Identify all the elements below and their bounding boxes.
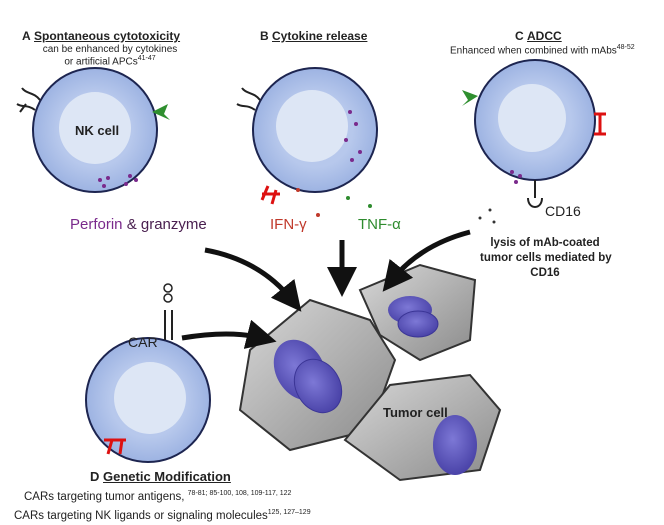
nk-cell-b xyxy=(236,67,378,217)
panel-c-heading: C ADCC xyxy=(515,29,562,43)
panel-b-heading: B Cytokine release xyxy=(260,29,368,43)
tnf-alpha-label: TNF-α xyxy=(358,216,401,233)
panel-c-subtitle: Enhanced when combined with mAbs48-52 xyxy=(450,44,635,57)
receptor-black-icon xyxy=(16,87,41,113)
car-label: CAR xyxy=(128,334,158,350)
nk-cell-c xyxy=(462,59,606,224)
nk-cell-a xyxy=(16,67,170,193)
arrows xyxy=(181,229,471,349)
receptor-green-icon xyxy=(152,104,170,120)
car-receptor-icon xyxy=(163,293,173,303)
perforin-granzyme-label: Perforin & granzyme xyxy=(70,216,207,233)
panel-d-details: CARs targeting tumor antigens, 78-81; 85… xyxy=(14,490,311,522)
ifn-gamma-label: IFN-γ xyxy=(270,216,307,233)
receptor-red-icon xyxy=(260,185,280,205)
nk-cell-label: NK cell xyxy=(75,123,120,138)
panel-a-heading: A Spontaneous cytotoxicity xyxy=(22,29,181,43)
nk-cell-d xyxy=(85,283,211,463)
panel-d-heading: D Genetic Modification xyxy=(90,469,231,484)
cd16-label: CD16 xyxy=(545,203,581,219)
tumor-cell-label: Tumor cell xyxy=(383,405,448,420)
tumor-cells xyxy=(238,263,502,482)
cd16-receptor-icon xyxy=(527,180,543,208)
